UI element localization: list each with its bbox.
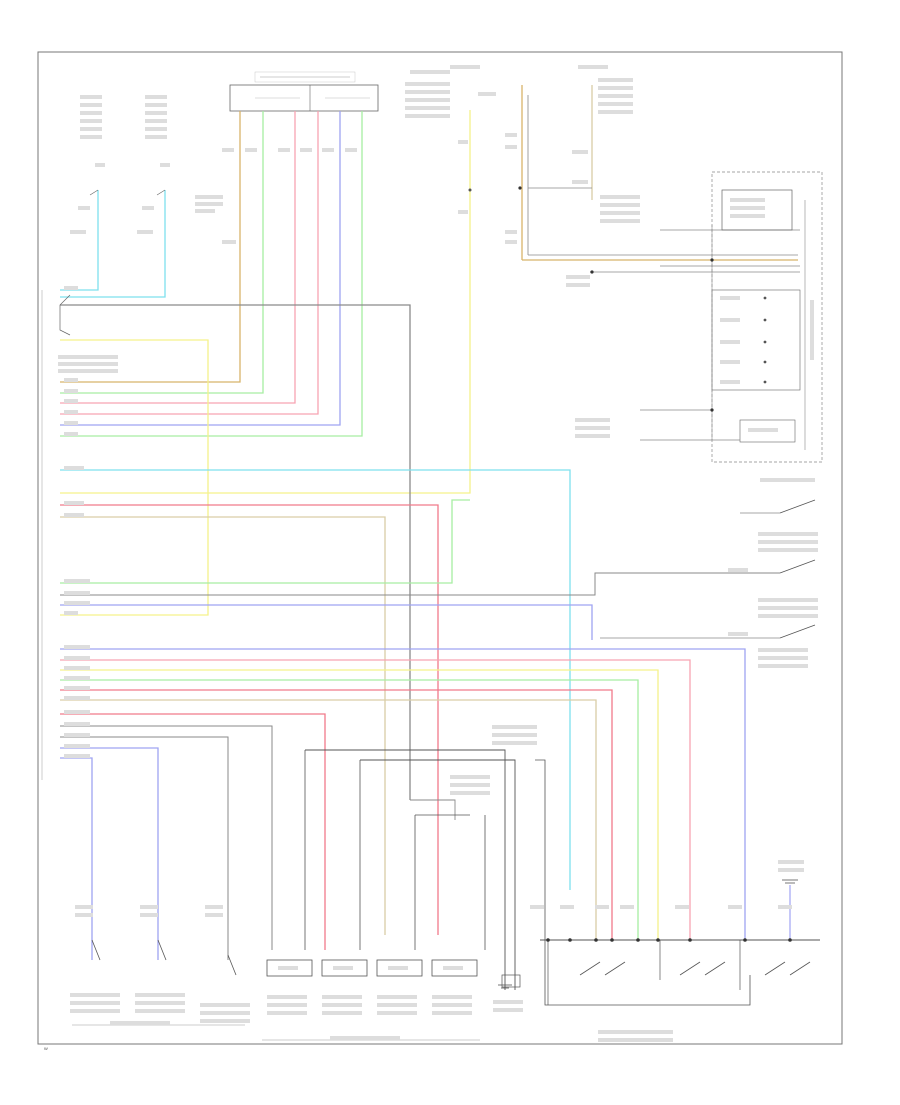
right-switch-labels bbox=[728, 532, 818, 668]
diagram-frame bbox=[37, 51, 843, 1045]
switch-icon bbox=[764, 961, 811, 976]
switch-icon bbox=[579, 961, 626, 976]
connector-icon bbox=[501, 974, 521, 988]
cyan-wire-long bbox=[60, 469, 571, 890]
top-box-pin-labels bbox=[195, 148, 357, 244]
gray-wire-top bbox=[60, 304, 411, 800]
right-fuse-block bbox=[505, 65, 800, 287]
right-control-module bbox=[575, 171, 823, 482]
center-relays bbox=[304, 725, 751, 1012]
top-box-wires bbox=[60, 111, 363, 437]
ground-icon bbox=[782, 879, 798, 884]
gray-wire-switch-1 bbox=[60, 572, 780, 596]
left-module-labels bbox=[41, 290, 118, 780]
red-wire-mid bbox=[60, 504, 439, 935]
switch-icon bbox=[679, 961, 726, 976]
switch-icon bbox=[779, 559, 816, 574]
lower-pin-labels bbox=[64, 286, 90, 758]
lower-bus-wires bbox=[60, 648, 746, 960]
center-fuse bbox=[60, 65, 496, 494]
switch-icon bbox=[779, 499, 816, 514]
switch-icon bbox=[779, 624, 816, 639]
solenoid-icon bbox=[431, 959, 478, 977]
ground-icon bbox=[498, 984, 512, 989]
bottom-right-switch-assembly bbox=[530, 860, 820, 1042]
solenoid-row bbox=[262, 959, 480, 1041]
solenoid-icon bbox=[321, 959, 368, 977]
top-connector-box bbox=[229, 71, 379, 112]
tan-wire-mid bbox=[60, 516, 386, 935]
junction-dots bbox=[518, 186, 792, 942]
top-left-sensors bbox=[60, 95, 170, 298]
solenoid-icon bbox=[376, 959, 423, 977]
blue-wire-switch bbox=[60, 604, 593, 640]
page-label: W bbox=[44, 1046, 48, 1051]
solenoid-icon bbox=[266, 959, 313, 977]
green-wire-mid bbox=[60, 499, 470, 584]
switch-icon bbox=[59, 294, 71, 336]
yellow-wire-loop bbox=[60, 339, 209, 616]
bottom-left-sensors bbox=[70, 905, 250, 1026]
